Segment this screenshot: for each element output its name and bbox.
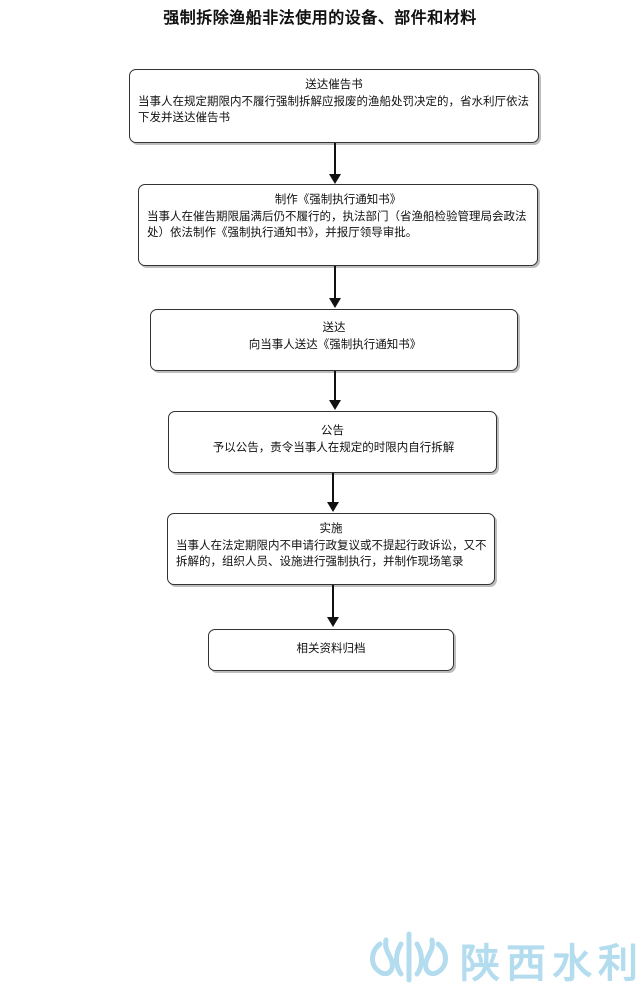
step-title: 送达催告书 <box>305 77 363 91</box>
water-drop-logo-icon <box>370 931 448 983</box>
step-body: 予以公告，责令当事人在规定的时限内自行拆解 <box>212 440 455 454</box>
flow-arrow <box>328 143 343 184</box>
flow-step-deliver: 送达 向当事人送达《强制执行通知书》 <box>150 309 518 371</box>
step-body: 当事人在规定期限内不履行强制拆解应报废的渔船处罚决定的，省水利厅依法下发并送达催… <box>138 94 529 124</box>
page-title: 强制拆除渔船非法使用的设备、部件和材料 <box>163 8 477 27</box>
step-title: 相关资料归档 <box>296 641 366 655</box>
step-title: 实施 <box>319 521 343 535</box>
step-title: 公告 <box>321 423 344 437</box>
step-title: 送达 <box>322 320 346 334</box>
flow-arrow <box>326 473 341 512</box>
step-title: 制作《强制执行通知书》 <box>274 192 402 206</box>
flow-step-archive: 相关资料归档 <box>208 629 454 671</box>
flow-step-announce: 公告 予以公告，责令当事人在规定的时限内自行拆解 <box>168 411 497 473</box>
flow-step-make-notice: 制作《强制执行通知书》 当事人在催告期限届满后仍不履行的，执法部门（省渔船检验管… <box>138 184 538 266</box>
watermark-text: 陕西水利 <box>460 941 640 987</box>
step-body: 向当事人送达《强制执行通知书》 <box>248 337 422 351</box>
flow-step-implement: 实施 当事人在法定期限内不申请行政复议或不提起行政诉讼，又不拆解的，组织人员、设… <box>167 513 495 585</box>
flow-arrow <box>328 371 343 410</box>
flow-arrow <box>328 266 343 308</box>
step-body: 当事人在催告期限届满后仍不履行的，执法部门（省渔船检验管理局会政法处）依法制作《… <box>147 209 527 239</box>
watermark-logo: 陕西水利 <box>368 926 638 987</box>
step-body: 当事人在法定期限内不申请行政复议或不提起行政诉讼，又不拆解的，组织人员、设施进行… <box>176 538 487 568</box>
flow-arrow <box>326 585 341 627</box>
flow-step-deliver-reminder: 送达催告书 当事人在规定期限内不履行强制拆解应报废的渔船处罚决定的，省水利厅依法… <box>129 69 539 143</box>
